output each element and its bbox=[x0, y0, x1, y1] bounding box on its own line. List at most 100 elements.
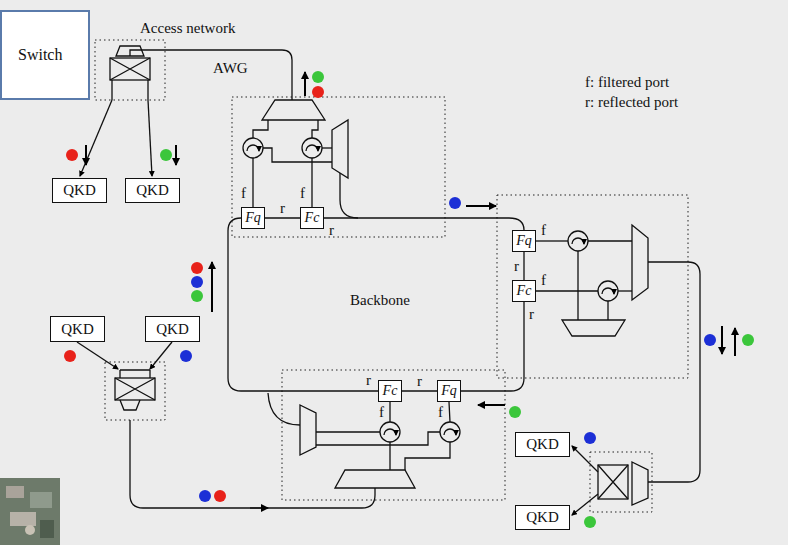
rect-art bbox=[282, 370, 505, 500]
node-text: QKD bbox=[526, 509, 559, 526]
reflected-port-link bbox=[523, 252, 524, 280]
port-letter: f bbox=[300, 185, 305, 202]
path-art bbox=[80, 100, 112, 176]
path-art bbox=[322, 147, 332, 148]
node-text: Fq bbox=[441, 383, 457, 398]
path-art bbox=[110, 58, 150, 80]
path-art bbox=[598, 465, 628, 499]
path-art bbox=[648, 262, 700, 482]
circle-art bbox=[191, 276, 203, 288]
port-letter: r bbox=[513, 258, 520, 275]
circle-art bbox=[584, 516, 596, 528]
annotation-text: Access network bbox=[140, 20, 235, 37]
annotation-text: Backbone bbox=[350, 292, 410, 309]
path-art bbox=[165, 50, 292, 100]
path-art bbox=[384, 429, 396, 435]
switch-panel: Switch bbox=[0, 10, 90, 100]
path-art bbox=[311, 158, 312, 207]
rect-art bbox=[598, 465, 628, 499]
path-art bbox=[444, 429, 456, 435]
path-art bbox=[300, 405, 316, 455]
rect-art bbox=[30, 492, 52, 508]
path-art bbox=[466, 205, 496, 207]
circle-art bbox=[509, 406, 521, 418]
circle-art bbox=[449, 197, 461, 209]
rect-art bbox=[6, 486, 24, 498]
circle-art bbox=[568, 231, 588, 251]
path-art bbox=[148, 100, 152, 176]
circle-art bbox=[191, 262, 203, 274]
path-art bbox=[262, 100, 325, 120]
path-art bbox=[312, 120, 318, 138]
path-art bbox=[602, 288, 614, 294]
path-art bbox=[572, 494, 598, 515]
node-text: Switch bbox=[18, 46, 62, 64]
node-text: Fc bbox=[305, 210, 320, 225]
circle-art bbox=[584, 432, 596, 444]
port-letter: r bbox=[416, 373, 423, 390]
circle-art bbox=[440, 422, 460, 442]
path-art bbox=[250, 507, 268, 508]
path-art bbox=[618, 290, 632, 291]
qkd-box: QKD bbox=[50, 316, 105, 342]
node-text: QKD bbox=[136, 182, 169, 199]
node-text: QKD bbox=[526, 436, 559, 453]
path-art bbox=[130, 50, 165, 56]
rect-art bbox=[105, 362, 165, 420]
filter-box: Fc bbox=[512, 280, 536, 302]
qkd-box: QKD bbox=[52, 178, 107, 203]
circle-art bbox=[160, 149, 172, 161]
path-art bbox=[130, 420, 375, 508]
port-letter: r bbox=[329, 222, 334, 239]
qkd-box: QKD bbox=[515, 432, 570, 457]
rect-art bbox=[590, 452, 652, 512]
port-letter: f bbox=[541, 272, 546, 289]
path-art bbox=[112, 80, 148, 100]
port-letter: f bbox=[241, 185, 246, 202]
path-art bbox=[324, 218, 524, 230]
path-art bbox=[120, 370, 150, 378]
path-art bbox=[588, 240, 632, 241]
path-art bbox=[478, 404, 505, 406]
g-art bbox=[95, 40, 688, 512]
path-art bbox=[390, 442, 450, 470]
path-art bbox=[252, 158, 253, 207]
circle-art bbox=[199, 490, 211, 502]
annotation-text: AWG bbox=[213, 60, 248, 77]
circle-art bbox=[704, 334, 716, 346]
path-art bbox=[721, 326, 723, 354]
path-art bbox=[390, 402, 450, 422]
rect-art bbox=[232, 97, 445, 237]
path-art bbox=[175, 145, 177, 165]
filter-box: Fq bbox=[241, 207, 265, 229]
path-art bbox=[77, 342, 118, 369]
reflected-port-link bbox=[402, 390, 437, 391]
port-letter: r bbox=[279, 200, 286, 217]
path-art bbox=[572, 238, 584, 244]
path-art bbox=[304, 72, 306, 96]
filter-box: Fq bbox=[437, 380, 461, 402]
circle-art bbox=[180, 350, 192, 362]
path-art bbox=[263, 148, 332, 162]
path-art bbox=[632, 225, 648, 300]
rect-art bbox=[115, 378, 155, 400]
path-art bbox=[253, 120, 268, 138]
circle-art bbox=[598, 281, 618, 301]
node-text: QKD bbox=[63, 182, 96, 199]
qkd-box: QKD bbox=[125, 178, 180, 203]
circle-art bbox=[64, 350, 76, 362]
filter-box: Fq bbox=[512, 230, 536, 252]
port-letter: f bbox=[541, 222, 546, 239]
path-art bbox=[536, 240, 568, 241]
rect-art bbox=[110, 58, 150, 80]
circle-art bbox=[380, 422, 400, 442]
circle-art bbox=[66, 149, 78, 161]
g-art bbox=[77, 46, 700, 515]
path-art bbox=[562, 320, 625, 336]
port-letter: f bbox=[438, 404, 443, 421]
circle-art bbox=[742, 334, 754, 346]
path-art bbox=[306, 145, 318, 151]
annotation-text: f: filtered port bbox=[585, 74, 669, 91]
